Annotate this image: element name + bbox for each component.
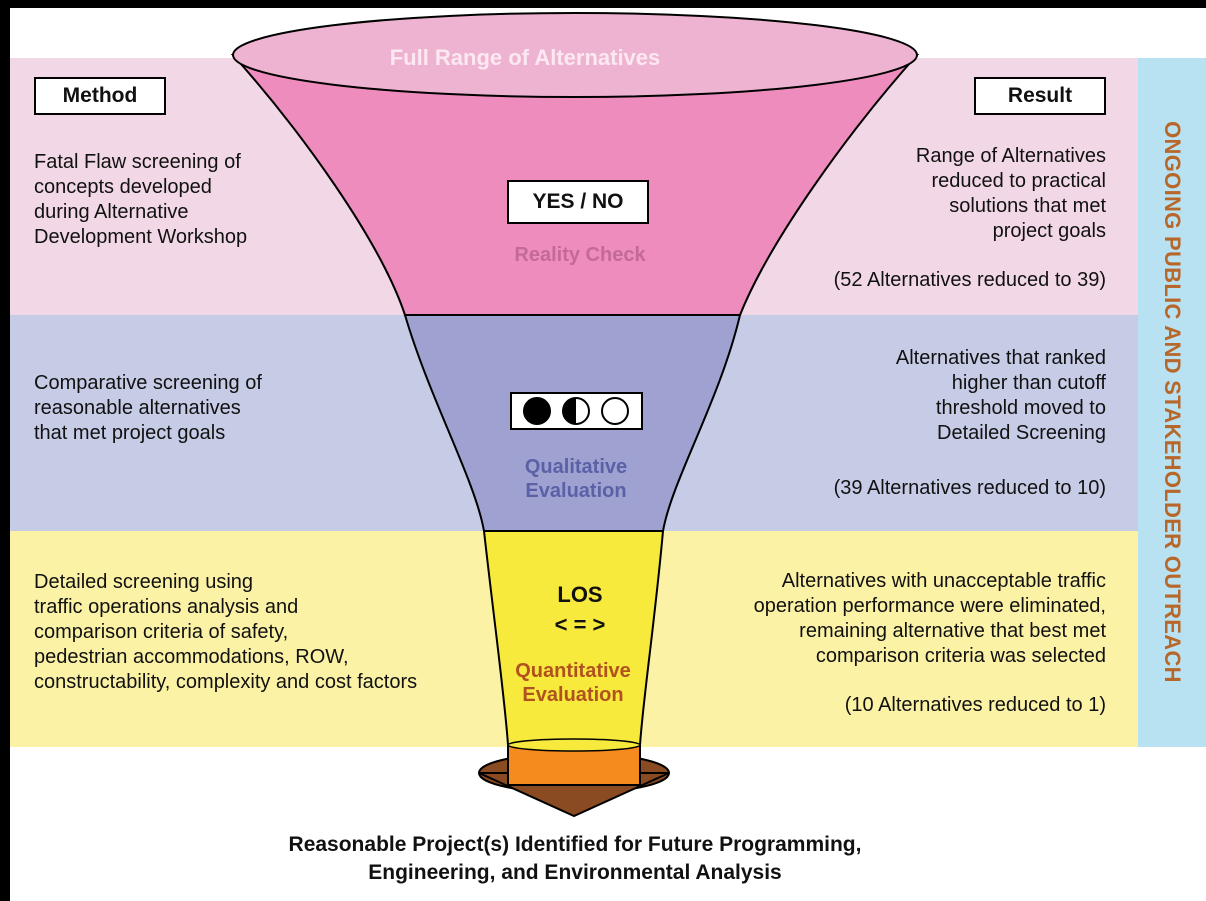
method-line: Development Workshop xyxy=(34,226,248,248)
method-line: reasonable alternatives xyxy=(34,397,241,419)
stage-3-count: (10 Alternatives reduced to 1) xyxy=(844,694,1106,716)
yes-no-box: YES / NO xyxy=(507,180,649,224)
method-line: Comparative screening of xyxy=(34,372,262,394)
comparison-symbols: < = > xyxy=(554,612,606,637)
result-line: project goals xyxy=(992,220,1106,242)
spout-neck-top xyxy=(507,738,641,752)
method-line: comparison criteria of safety, xyxy=(34,621,289,643)
stage-name-line: Quantitative xyxy=(515,660,631,682)
stage-2-name: Qualitative Evaluation xyxy=(476,455,676,503)
outcome-line: Engineering, and Environmental Analysis xyxy=(368,861,782,884)
rating-circles xyxy=(522,397,629,425)
result-label: Result xyxy=(974,77,1106,115)
stage-3-name: Quantitative Evaluation xyxy=(478,659,668,707)
result-line: Detailed Screening xyxy=(937,422,1106,444)
method-line: Detailed screening using xyxy=(34,571,254,593)
result-line: solutions that met xyxy=(949,195,1106,217)
result-line: remaining alternative that best met xyxy=(799,620,1106,642)
method-line: concepts developed xyxy=(34,176,212,198)
result-line: higher than cutoff xyxy=(951,372,1106,394)
method-line: Fatal Flaw screening of xyxy=(34,151,241,173)
stage-3-method: Detailed screening using traffic operati… xyxy=(34,570,417,695)
stage-name-line: Evaluation xyxy=(522,684,624,706)
stage-name-line: Qualitative xyxy=(524,456,628,478)
frame-left-border xyxy=(0,0,10,901)
result-line: Alternatives with unacceptable traffic xyxy=(781,570,1106,592)
outcome-line: Reasonable Project(s) Identified for Fut… xyxy=(288,833,862,856)
funnel-rim xyxy=(232,12,918,98)
method-line: traffic operations analysis and xyxy=(34,596,299,618)
method-line: pedestrian accommodations, ROW, xyxy=(34,646,349,668)
frame-top-border xyxy=(0,0,1206,8)
result-line: comparison criteria was selected xyxy=(815,645,1106,667)
method-label: Method xyxy=(34,77,166,115)
los-label: LOS xyxy=(557,582,603,607)
stage-1-name: Reality Check xyxy=(514,244,646,266)
empty-circle-icon xyxy=(600,397,629,425)
method-line: constructability, complexity and cost fa… xyxy=(34,671,418,693)
los-symbol: LOS < = > xyxy=(480,580,680,640)
stage-2-count: (39 Alternatives reduced to 10) xyxy=(833,477,1106,499)
result-line: operation performance were eliminated, xyxy=(753,595,1106,617)
stage-name-line: Evaluation xyxy=(525,480,627,502)
stage-2-method: Comparative screening of reasonable alte… xyxy=(34,371,262,446)
full-circle-icon xyxy=(522,397,551,425)
stage-1-method: Fatal Flaw screening of concepts develop… xyxy=(34,150,247,250)
stage-3-result: Alternatives with unacceptable traffic o… xyxy=(754,569,1106,669)
result-line: Range of Alternatives xyxy=(915,145,1106,167)
method-line: during Alternative xyxy=(34,201,189,223)
stage-1-count: (52 Alternatives reduced to 39) xyxy=(833,269,1106,291)
rating-circles-box xyxy=(510,392,643,430)
stage-1-result: Range of Alternatives reduced to practic… xyxy=(916,144,1106,244)
method-line: that met project goals xyxy=(34,422,226,444)
outreach-banner xyxy=(1138,58,1206,747)
stage-2-result: Alternatives that ranked higher than cut… xyxy=(896,346,1106,446)
result-line: threshold moved to xyxy=(935,397,1106,419)
funnel-title: Full Range of Alternatives xyxy=(389,45,661,70)
result-line: reduced to practical xyxy=(931,170,1106,192)
outcome-text: Reasonable Project(s) Identified for Fut… xyxy=(100,831,1050,887)
result-line: Alternatives that ranked xyxy=(895,347,1106,369)
